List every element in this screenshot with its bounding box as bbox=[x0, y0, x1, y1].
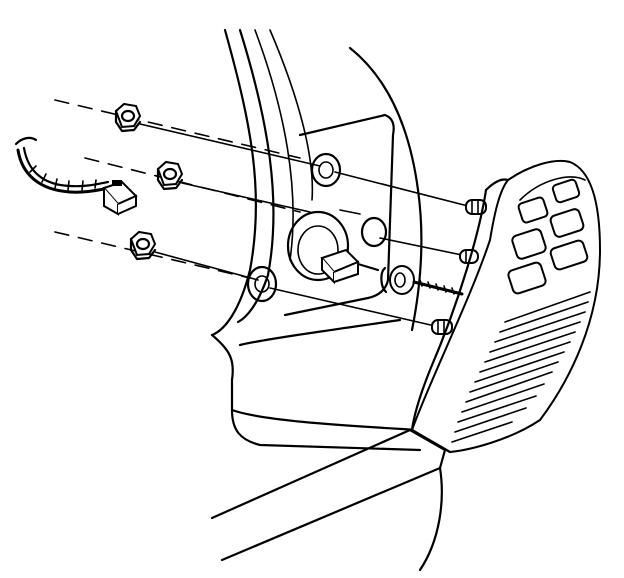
wire-harness-icon bbox=[14, 136, 112, 194]
body-panel bbox=[210, 28, 447, 572]
lens-ribbing bbox=[451, 291, 591, 443]
hex-nut-icon bbox=[114, 102, 142, 133]
bulb-socket-icon bbox=[320, 248, 464, 296]
panel-grommet-right bbox=[360, 216, 388, 248]
connector-icon bbox=[102, 180, 138, 216]
socket-opening bbox=[286, 210, 350, 282]
lamp-lens-icon bbox=[410, 159, 602, 454]
stud-icon bbox=[465, 199, 487, 215]
hex-nut-icon bbox=[129, 230, 157, 261]
panel-grommet-upper bbox=[310, 152, 342, 188]
hex-nut-icon bbox=[156, 160, 184, 191]
panel-grommet-lower bbox=[246, 265, 278, 303]
